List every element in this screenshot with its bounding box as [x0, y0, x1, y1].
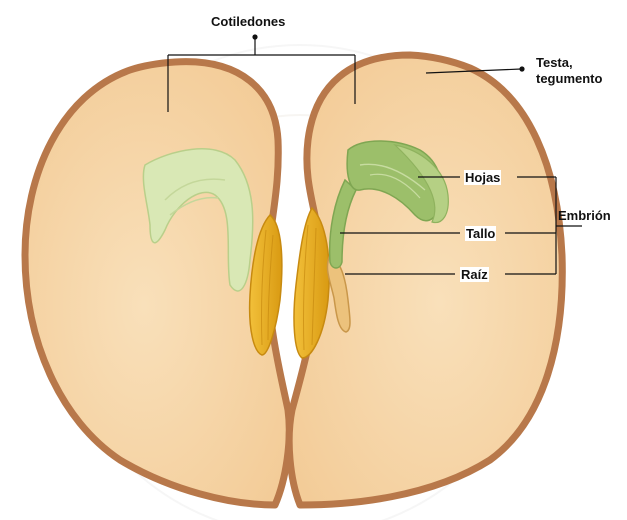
tegumento-label: tegumento [536, 71, 602, 86]
root-label: Raíz [460, 267, 489, 282]
leaves-label: Hojas [464, 170, 501, 185]
cotyledons-label: Cotiledones [211, 14, 285, 29]
cotyledons-dot [252, 34, 257, 39]
embryo-label: Embrión [558, 208, 611, 223]
testa-label: Testa, [536, 55, 573, 70]
testa-dot [519, 66, 524, 71]
left-cotyledon [25, 62, 289, 505]
stem-label: Tallo [465, 226, 496, 241]
